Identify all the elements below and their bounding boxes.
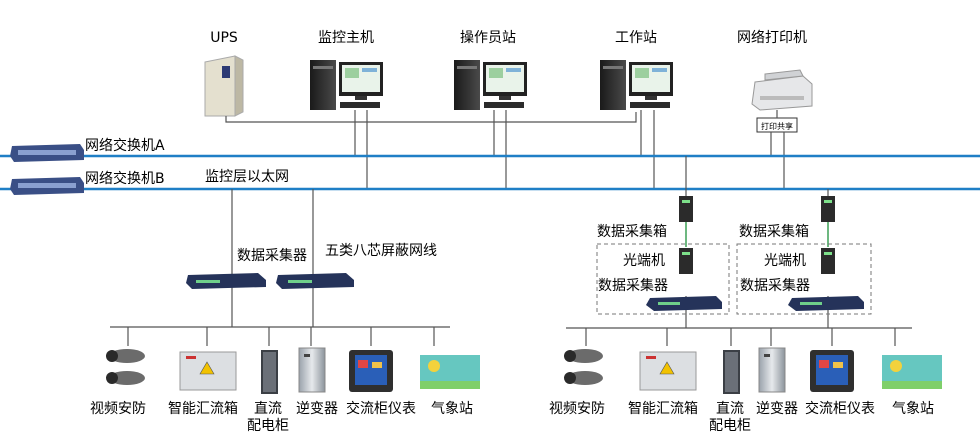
right-optical-device-2 — [821, 248, 835, 274]
operator-station-computer — [454, 60, 527, 110]
monitor-host-computer — [310, 60, 383, 110]
right-collector-label-1: 数据采集器 — [598, 277, 668, 294]
network-printer-label: 网络打印机 — [737, 29, 807, 46]
left-dc-cabinet-label-1: 直流 — [254, 400, 282, 417]
left-inverter-icon — [298, 347, 326, 393]
right-enclosure-1 — [596, 243, 730, 315]
left-weather-station-icon — [420, 355, 480, 389]
right-optical-label-2: 光端机 — [764, 253, 806, 269]
switch-a-label: 网络交换机A — [85, 137, 165, 154]
printer-device — [751, 69, 813, 111]
left-combiner-label: 智能汇流箱 — [168, 401, 238, 417]
monitor-host-label: 监控主机 — [318, 30, 374, 46]
right-collector-device-2 — [788, 296, 864, 311]
right-optical-device-1 — [679, 248, 693, 274]
right-collector-device-1 — [646, 296, 722, 311]
right-inverter-label: 逆变器 — [756, 401, 798, 417]
ethernet-layer-label: 监控层以太网 — [205, 169, 289, 185]
left-combiner-box-icon — [179, 351, 237, 391]
right-weather-label: 气象站 — [892, 401, 934, 417]
left-video-label: 视频安防 — [90, 401, 146, 417]
right-optical-label-1: 光端机 — [623, 253, 665, 269]
right-combiner-box-icon — [639, 351, 697, 391]
right-collector-label-2: 数据采集器 — [740, 277, 810, 294]
ups-label: UPS — [210, 30, 238, 46]
switch-b-device — [10, 177, 84, 195]
left-weather-label: 气象站 — [431, 401, 473, 417]
right-collector-box-device-1 — [679, 196, 693, 222]
left-collector-device-1 — [186, 273, 266, 289]
right-dc-cabinet-label-2: 配电柜 — [709, 418, 751, 434]
workstation-label: 工作站 — [615, 30, 657, 46]
right-ac-meter-label: 交流柜仪表 — [805, 400, 875, 417]
right-video-camera-icon — [564, 349, 603, 385]
right-dc-cabinet-label-1: 直流 — [716, 400, 744, 417]
print-share-label: 打印共享 — [761, 121, 793, 131]
right-collector-box-label-2: 数据采集箱 — [739, 223, 809, 240]
left-group-wires — [110, 189, 450, 346]
left-inverter-label: 逆变器 — [296, 401, 338, 417]
right-collector-box-device-2 — [821, 196, 835, 222]
left-ac-meter-label: 交流柜仪表 — [346, 400, 416, 417]
right-inverter-icon — [758, 347, 786, 393]
right-enclosure-2 — [736, 243, 872, 315]
right-green-links — [685, 222, 829, 247]
left-collector-label: 数据采集器 — [237, 247, 307, 264]
right-group-wires — [566, 156, 912, 346]
right-collector-box-label-1: 数据采集箱 — [597, 223, 667, 240]
left-video-camera-icon — [106, 349, 145, 385]
left-collector-device-2 — [276, 273, 354, 289]
ups-device — [204, 55, 244, 117]
right-video-label: 视频安防 — [549, 401, 605, 417]
left-ac-meter-icon — [349, 350, 393, 392]
left-dc-cabinet-icon — [261, 350, 278, 394]
switch-a-device — [10, 144, 84, 162]
operator-station-label: 操作员站 — [460, 30, 516, 46]
right-combiner-label: 智能汇流箱 — [628, 401, 698, 417]
top-wires — [225, 110, 785, 189]
workstation-computer — [600, 60, 673, 110]
switch-b-label: 网络交换机B — [85, 170, 165, 187]
left-dc-cabinet-label-2: 配电柜 — [247, 418, 289, 434]
cable-label: 五类八芯屏蔽网线 — [325, 243, 437, 259]
right-ac-meter-icon — [810, 350, 854, 392]
right-weather-station-icon — [882, 355, 942, 389]
right-dc-cabinet-icon — [723, 350, 740, 394]
